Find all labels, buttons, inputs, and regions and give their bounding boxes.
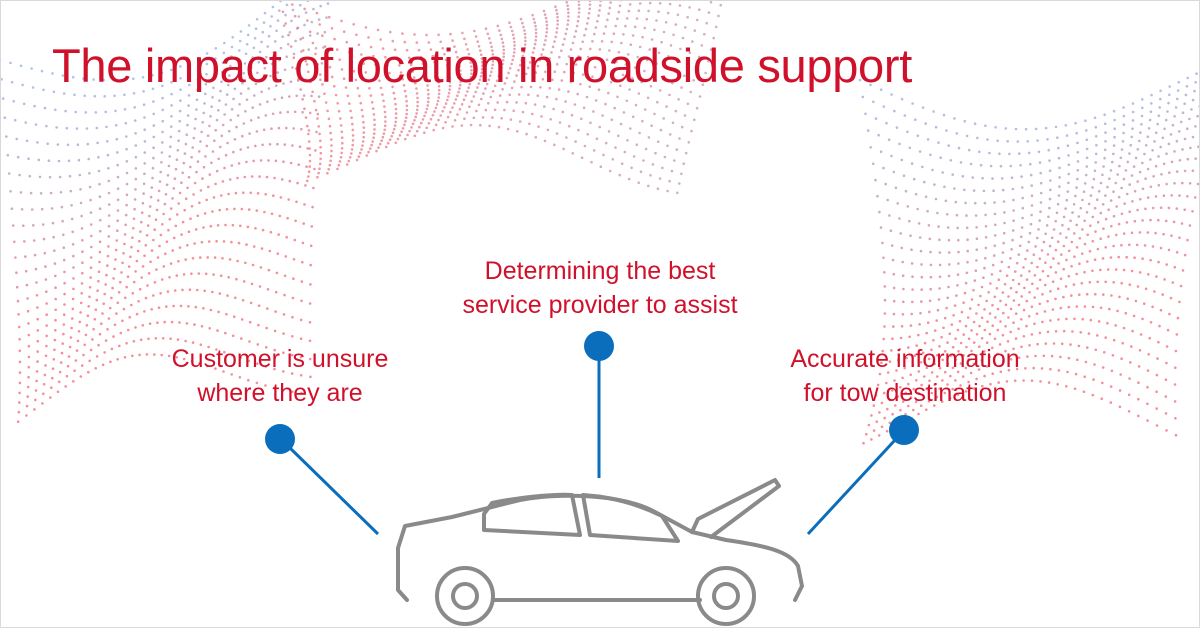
page-title: The impact of location in roadside suppo…	[52, 39, 912, 92]
callout-text-line: for tow destination	[803, 379, 1007, 407]
callout-customer-unsure: Customer is unsure where they are	[140, 342, 420, 410]
map-pin-icon	[265, 424, 380, 536]
callout-text-line: Customer is unsure	[171, 345, 389, 373]
map-pin-icon	[584, 331, 614, 478]
callout-text-line: service provider to assist	[462, 291, 738, 319]
callout-tow-destination: Accurate information for tow destination	[760, 342, 1050, 410]
callout-text-line: Accurate information	[790, 345, 1020, 373]
callout-text-line: Determining the best	[484, 257, 716, 285]
car-open-hood-icon	[396, 478, 804, 626]
callout-best-provider: Determining the best service provider to…	[440, 254, 760, 322]
callout-text-line: where they are	[197, 379, 363, 407]
map-pin-icon	[806, 415, 919, 536]
